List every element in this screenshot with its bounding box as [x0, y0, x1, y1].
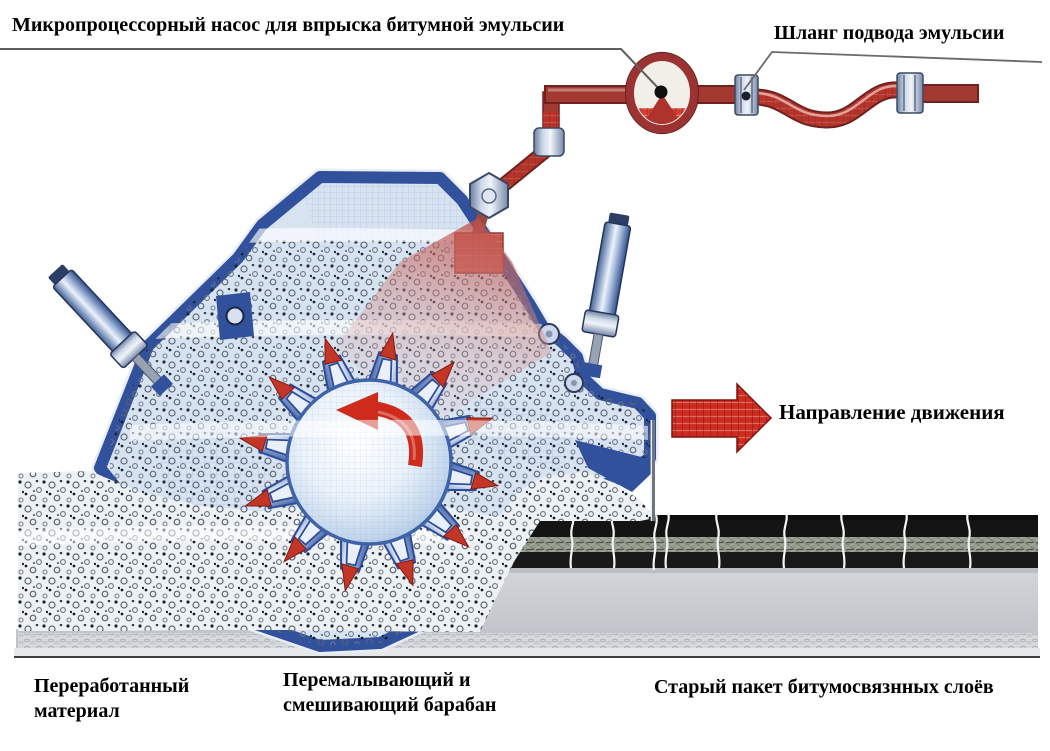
road-crack [715, 511, 721, 569]
supply-pipe [920, 84, 979, 103]
road-crack [664, 511, 670, 569]
pump-leader-line [0, 48, 662, 92]
reinforcement-mesh-layer [486, 537, 1038, 552]
piston-rod [587, 332, 604, 368]
road-crack [840, 511, 846, 569]
old-asphalt-layer-top [486, 518, 1038, 537]
label-direction: Направление движения [779, 400, 1005, 424]
label-old-layers: Старый пакет битумосвязнных слоёв [654, 676, 994, 698]
road-crack [652, 514, 658, 571]
label-pump: Микропроцессорный насос для впрыска биту… [12, 14, 565, 36]
gauge-sector [642, 94, 683, 124]
housing-bolt-center [545, 330, 553, 338]
road-crack [902, 511, 908, 569]
emulsion-hose [755, 81, 899, 129]
hose-coupling [896, 72, 924, 114]
highlight-stripe [130, 419, 648, 441]
label-hose: Шланг подвода эмульсии [774, 22, 1005, 44]
base-shadow [478, 568, 1038, 573]
housing-bolt-center [571, 380, 577, 386]
elbow-fitting [533, 127, 565, 157]
hose-coupling [734, 74, 759, 116]
label-mixing-drum: Перемалывающий и смешивающий барабан [283, 669, 497, 716]
label-recycled-material: Переработанный материал [34, 675, 190, 722]
road-bottom-strip [14, 648, 1040, 657]
recycled-material-pile [18, 471, 655, 632]
right-hydraulic-cylinder [581, 212, 632, 379]
hose-leader-line [743, 51, 1043, 91]
gravel-bottom-band [18, 633, 1038, 649]
road-crack [966, 511, 972, 569]
housing-rear-wedge [575, 440, 655, 492]
left-hydraulic-cylinder [48, 264, 173, 397]
emulsion-pipe-system [469, 51, 979, 220]
road-crack [782, 511, 788, 569]
bracket-pivot-hole [225, 306, 245, 326]
direction-arrow-icon [671, 382, 773, 454]
old-asphalt-surface-edge [486, 515, 1038, 520]
gauge-hub [654, 85, 668, 99]
old-asphalt-layer-bottom [486, 552, 1038, 568]
scraper-blade [650, 420, 655, 521]
